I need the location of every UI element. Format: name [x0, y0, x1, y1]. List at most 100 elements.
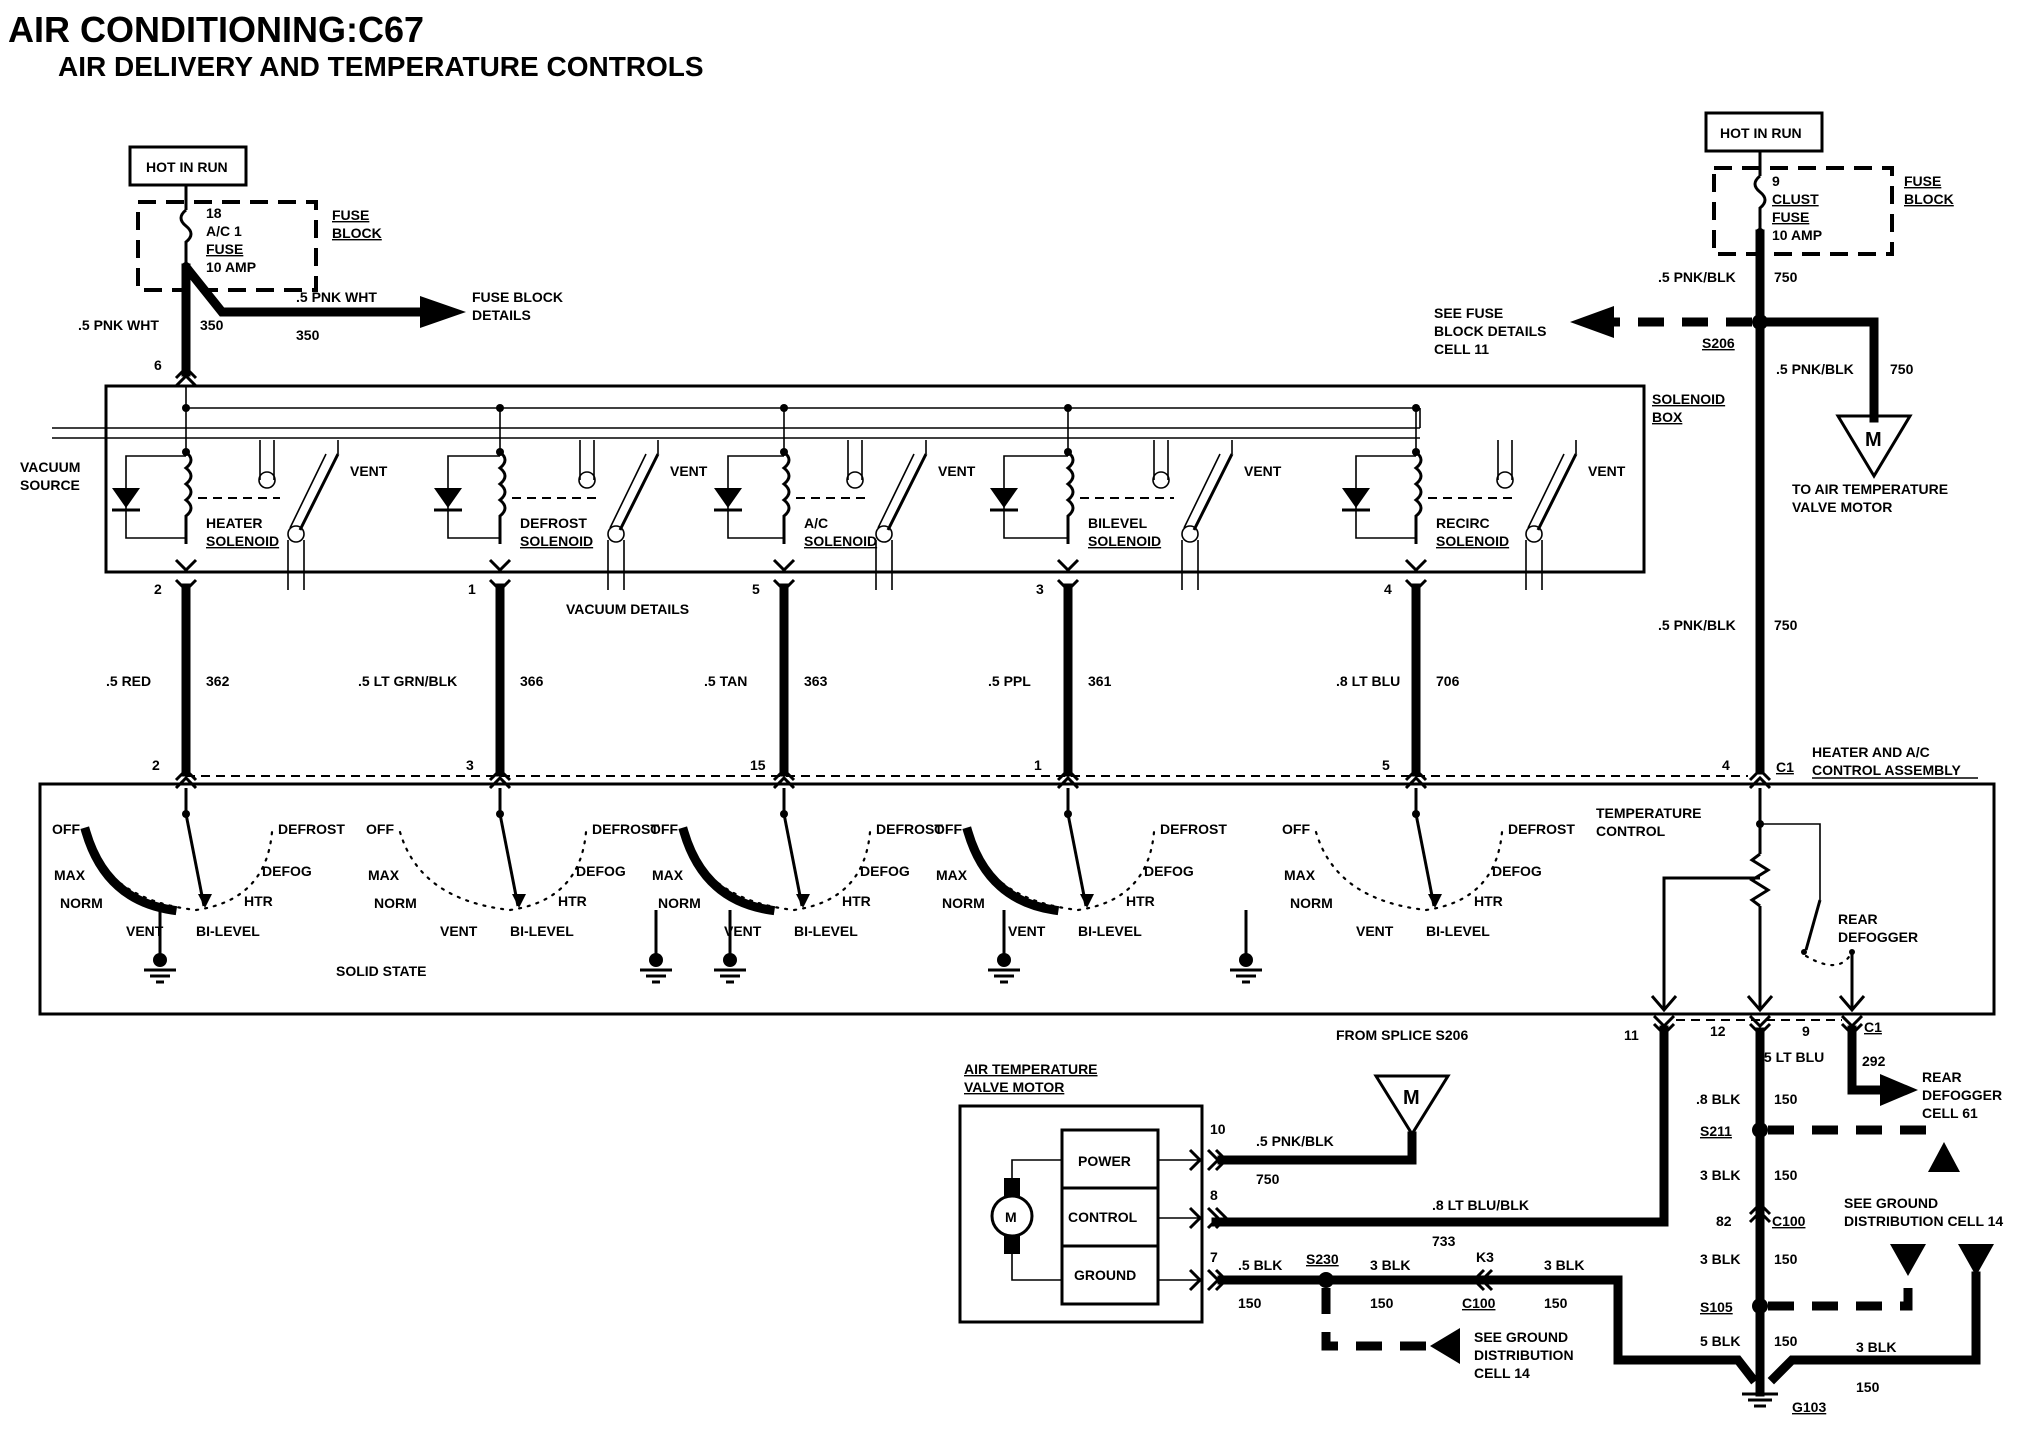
- right-fuse-group: HOT IN RUN 9 CLUST FUSE 10 AMP FUSE BLOC…: [1434, 111, 1954, 790]
- pos-defrost: DEFROST: [592, 821, 659, 837]
- vacuum-port-cap: [1152, 471, 1170, 489]
- rear-defogger-wire: [1847, 1025, 1885, 1095]
- top-pin-label: 4: [1384, 581, 1392, 597]
- valve-pivot: [1181, 525, 1199, 543]
- coil-icon: [781, 450, 791, 544]
- vent-label: VENT: [938, 463, 976, 479]
- bus-node: [1412, 404, 1420, 412]
- blk05-num: 150: [1238, 1295, 1262, 1311]
- vacuum-port-cap: [846, 471, 864, 489]
- blk5-label: 5 BLK: [1700, 1333, 1740, 1349]
- splice-s105-label: S105: [1700, 1299, 1733, 1315]
- valve-arm: [886, 453, 928, 531]
- ground-wire-150b: [1489, 1275, 1759, 1385]
- solenoid-name2: SOLENOID: [520, 533, 593, 549]
- splice-s211-node: [1752, 1122, 1768, 1138]
- right-down-wire-label: .5 PNK/BLK: [1658, 617, 1736, 633]
- valve-arm2: [609, 453, 647, 529]
- bottom-pin-label: 5: [1382, 757, 1390, 773]
- bottom-pin-label: 1: [1034, 757, 1042, 773]
- right-fuse-pin: 4: [1722, 757, 1730, 773]
- top-pin-label: 5: [752, 581, 760, 597]
- switch-blade: [1414, 813, 1436, 907]
- lt-blu-blk-label: .8 LT BLU/BLK: [1432, 1197, 1529, 1213]
- valve-pivot: [875, 525, 893, 543]
- motor-brush-bottom-icon: [1004, 1236, 1020, 1254]
- wire-number-label: 363: [804, 673, 828, 689]
- solenoid-name1: DEFROST: [520, 515, 587, 531]
- pin10-label: 10: [1210, 1121, 1226, 1137]
- c100-upper-label: C100: [1772, 1213, 1806, 1229]
- s230-ground-dash: [1321, 1288, 1430, 1351]
- s230-ground-arrow-icon: [1430, 1328, 1460, 1364]
- pos-norm: NORM: [60, 895, 103, 911]
- left-fuse-connector-icon: [174, 365, 198, 388]
- vacuum-port-cap: [578, 471, 596, 489]
- control-wire-733: [1211, 1025, 1669, 1227]
- vacuum-port-cap: [1496, 471, 1514, 489]
- left-fuse-icon: [179, 208, 193, 264]
- right-fuse-name2: FUSE: [1772, 209, 1809, 225]
- right-fuse-amp: 10 AMP: [1772, 227, 1822, 243]
- right-down-wire-num: 750: [1774, 617, 1798, 633]
- blk3d-label: 3 BLK: [1370, 1257, 1410, 1273]
- valve-outlet: [1525, 540, 1543, 590]
- valve-arm: [1192, 453, 1234, 531]
- page-subtitle: AIR DELIVERY AND TEMPERATURE CONTROLS: [58, 51, 704, 82]
- wire-number-label: 706: [1436, 673, 1460, 689]
- left-branch-wire-label: .5 PNK WHT: [296, 289, 377, 305]
- wire-292-label: 292: [1862, 1053, 1886, 1069]
- solenoid-name1: HEATER: [206, 515, 263, 531]
- pos-vent: VENT: [126, 923, 164, 939]
- ground-node: [153, 953, 167, 967]
- temp-pin12-arrow-icon: [1746, 995, 1774, 1013]
- control-assembly-outline: [38, 782, 1996, 1016]
- see-fuse-label1: SEE FUSE: [1434, 305, 1503, 321]
- motor-title2: VALVE MOTOR: [964, 1079, 1064, 1095]
- switch-blade: [782, 813, 804, 907]
- solenoid-name1: BILEVEL: [1088, 515, 1148, 531]
- see-gnd-b-label3: CELL 14: [1474, 1365, 1530, 1381]
- vent-label: VENT: [1244, 463, 1282, 479]
- pos-vent: VENT: [724, 923, 762, 939]
- page-title: AIR CONDITIONING:C67: [8, 9, 424, 50]
- motor-title1: AIR TEMPERATURE: [964, 1061, 1098, 1077]
- pos-max: MAX: [652, 867, 684, 883]
- wire-number-label: 362: [206, 673, 230, 689]
- ground-node: [997, 953, 1011, 967]
- pos-defrost: DEFROST: [1160, 821, 1227, 837]
- s105-ground-arrow-icon: [1890, 1244, 1926, 1276]
- valve-arm2: [289, 453, 327, 529]
- s206-motor-wire: [1763, 317, 1879, 423]
- motor-terminal-symbol: M: [1865, 429, 1882, 451]
- pos-defrost: DEFROST: [876, 821, 943, 837]
- coil-icon: [1413, 450, 1423, 544]
- pos-off: OFF: [650, 821, 678, 837]
- left-fuse-block-label2: BLOCK: [332, 225, 382, 241]
- ground-node: [649, 953, 663, 967]
- right-fuse-conn: C1: [1776, 759, 1794, 775]
- left-fuse-wire-label: .5 PNK WHT: [78, 317, 159, 333]
- switch-blade: [184, 813, 206, 907]
- pin82-label: 82: [1716, 1213, 1732, 1229]
- right-fuse-block-label1: FUSE: [1904, 173, 1941, 189]
- pos-bilevel: BI-LEVEL: [1426, 923, 1490, 939]
- blk3c-num: 150: [1856, 1379, 1880, 1395]
- motor-power-label: POWER: [1078, 1153, 1131, 1169]
- vacuum-port: [1497, 440, 1513, 480]
- pin9-label: 9: [1802, 1023, 1810, 1039]
- right-fuse-name1: CLUST: [1772, 191, 1819, 207]
- position-arc: [398, 830, 588, 912]
- valve-arm: [298, 453, 340, 531]
- motor-power-terminal-symbol: M: [1403, 1087, 1420, 1109]
- solenoid-box: SOLENOID BOX VACUUM SOURCE VACUUM DETAIL…: [20, 384, 1725, 617]
- left-fuse-pin: 6: [154, 357, 162, 373]
- valve-pivot: [1525, 525, 1543, 543]
- pos-bilevel: BI-LEVEL: [1078, 923, 1142, 939]
- pos-vent: VENT: [440, 923, 478, 939]
- top-pin-label: 3: [1036, 581, 1044, 597]
- left-fuse-name1: A/C 1: [206, 223, 242, 239]
